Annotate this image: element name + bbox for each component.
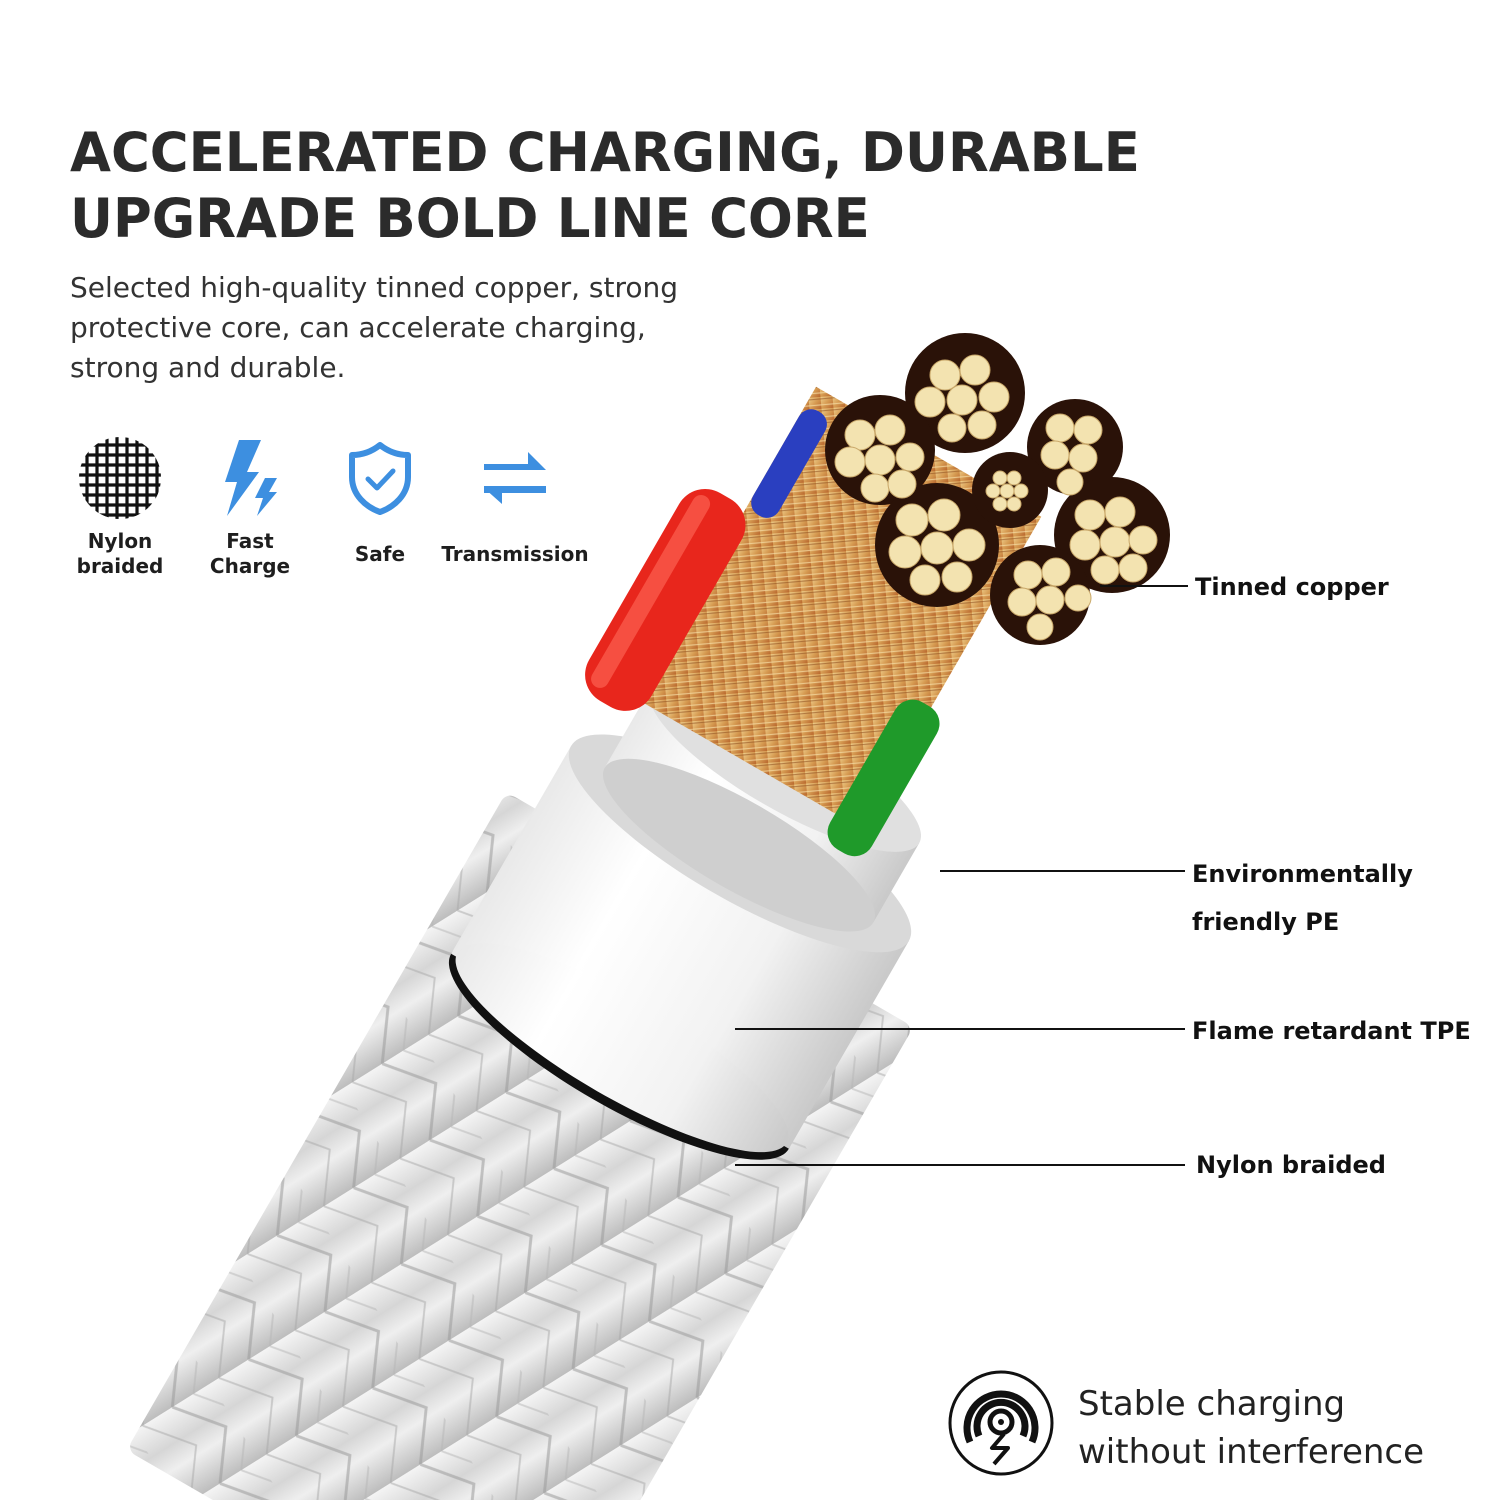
subtitle: Selected high-quality tinned copper, str… [70, 268, 770, 388]
feature-label: Fast Charge [209, 529, 291, 578]
callout-line-tinned-copper [1100, 585, 1188, 587]
subtitle-line-1: Selected high-quality tinned copper, str… [70, 271, 678, 304]
title-line-1: ACCELERATED CHARGING, DURABLE [70, 121, 1140, 184]
feature-label: Transmission [441, 541, 589, 566]
page-title: ACCELERATED CHARGING, DURABLE UPGRADE BO… [70, 120, 1140, 252]
callout-flame-retardant-tpe: Flame retardant TPE [1192, 1017, 1471, 1045]
feature-safe: Safe [320, 430, 440, 582]
feature-label: Nylon braided [76, 529, 164, 578]
shield-check-icon [320, 430, 440, 526]
subtitle-line-2: protective core, can accelerate charging… [70, 311, 646, 344]
signal-charge-icon [948, 1370, 1054, 1476]
feature-nylon-braided: Nylon braided [60, 430, 180, 582]
transfer-arrows-icon [450, 430, 580, 526]
callout-line-tpe [735, 1028, 1185, 1030]
callout-line-nylon [735, 1164, 1185, 1166]
feature-fast-charge: Fast Charge [190, 430, 310, 582]
stable-charging-text: Stable charging without interference [1078, 1384, 1425, 1472]
subtitle-line-3: strong and durable. [70, 351, 346, 384]
callout-tinned-copper: Tinned copper [1195, 573, 1389, 601]
title-line-2: UPGRADE BOLD LINE CORE [70, 187, 870, 250]
feature-label: Safe [354, 541, 406, 566]
callout-nylon-braided: Nylon braided [1196, 1151, 1386, 1179]
callout-line-pe [940, 870, 1185, 872]
mesh-grid-icon [60, 430, 180, 526]
feature-list: Nylon braided Fast Charge Safe T [60, 430, 620, 590]
callout-environmentally-friendly-pe: Environmentally friendly PE [1192, 860, 1413, 936]
lightning-bolt-icon [190, 430, 310, 526]
feature-transmission: Transmission [441, 430, 589, 582]
